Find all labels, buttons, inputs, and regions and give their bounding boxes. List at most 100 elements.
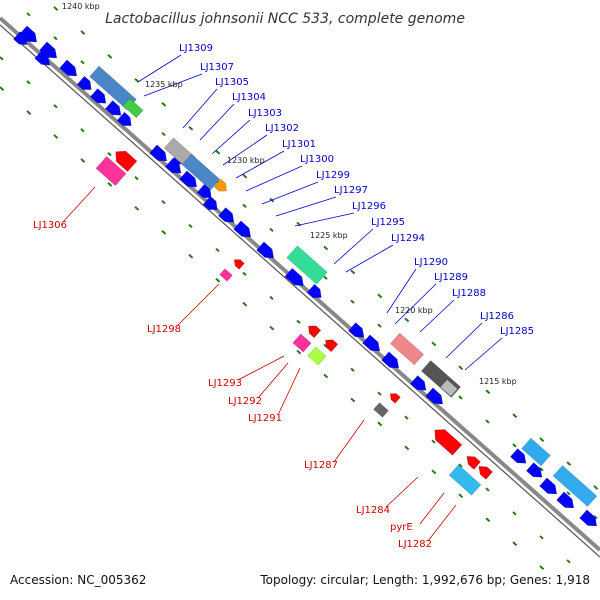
gene-label-forward: LJ1309: [179, 43, 213, 54]
tick-mark: [350, 299, 355, 304]
gene-block-steelblue-shape: [181, 153, 221, 191]
reverse-gene-arrow-shape: [466, 456, 481, 470]
tick-mark: [566, 461, 572, 466]
tick-mark: [377, 293, 383, 299]
tick-mark: [215, 149, 221, 155]
forward-gene-arrow-shape: [179, 170, 198, 188]
forward-gene-arrow: [76, 75, 92, 90]
forward-gene-arrow: [256, 241, 275, 259]
gene-block-pink: [95, 155, 127, 187]
leader-line: [62, 186, 96, 223]
reverse-gene-arrow: [478, 466, 493, 480]
gene-label-forward: LJ1285: [500, 326, 534, 337]
topology-summary-text: Topology: circular; Length: 1,992,676 bp…: [260, 573, 590, 587]
leader-line: [235, 150, 285, 179]
tick-mark: [485, 389, 491, 395]
gene-block-lightblue-shape: [521, 437, 551, 467]
leader-line: [394, 283, 437, 325]
reverse-gene-arrow: [233, 259, 245, 270]
forward-gene-arrow-shape: [104, 100, 122, 116]
gene-label-forward: LJ1301: [282, 139, 316, 150]
gene-label-reverse: LJ1293: [208, 378, 242, 389]
reverse-gene-arrow: [434, 429, 463, 456]
reverse-gene-arrow: [389, 393, 401, 404]
scale-label: 1240 kbp: [62, 2, 100, 11]
forward-gene-arrow-shape: [579, 509, 598, 527]
scale-label: 1225 kbp: [310, 231, 348, 240]
forward-gene-arrow: [149, 144, 168, 162]
leader-line: [419, 492, 445, 525]
tick-mark: [107, 152, 112, 157]
leader-line: [345, 244, 394, 273]
gene-label-forward: LJ1305: [215, 77, 249, 88]
reverse-gene-arrow-shape: [434, 429, 463, 456]
forward-gene-arrow: [525, 462, 543, 478]
tick-mark: [323, 275, 328, 280]
forward-gene-arrow: [579, 509, 598, 527]
tick-mark: [539, 437, 545, 443]
tick-mark: [458, 463, 463, 468]
leader-line: [199, 103, 235, 141]
backbone-edge-line: [0, 24, 600, 558]
tick-mark: [512, 541, 518, 547]
gene-label-reverse: pyrE: [390, 522, 413, 533]
gene-label-forward: LJ1300: [300, 154, 334, 165]
tick-mark: [53, 6, 59, 11]
tick-mark: [512, 443, 517, 448]
reverse-gene-arrow: [466, 456, 481, 470]
tick-mark: [296, 319, 301, 324]
gene-label-forward: LJ1294: [391, 233, 425, 244]
leader-line: [176, 283, 220, 327]
tick-marks: [0, 6, 599, 571]
forward-gene-arrow-shape: [347, 322, 365, 338]
forward-gene-arrow-shape: [217, 207, 235, 223]
gene-block-green: [122, 97, 144, 119]
tick-mark: [485, 419, 490, 424]
forward-gene-arrow-shape: [425, 387, 444, 405]
tick-mark: [269, 295, 274, 300]
forward-gene-arrow-shape: [525, 462, 543, 478]
label-leader-lines: [62, 54, 503, 542]
gene-block-lightblue: [521, 437, 551, 467]
tick-mark: [53, 104, 58, 109]
forward-gene-arrow: [59, 59, 78, 77]
forward-gene-arrow-shape: [509, 448, 527, 464]
forward-gene-arrow: [202, 195, 218, 210]
leader-line: [386, 268, 417, 314]
forward-gene-arrow-shape: [13, 31, 28, 45]
forward-gene-arrow: [539, 477, 558, 495]
tick-mark: [161, 229, 167, 235]
tick-mark: [188, 253, 194, 259]
forward-gene-arrow-shape: [39, 41, 58, 59]
gene-label-forward: LJ1297: [334, 185, 368, 196]
tick-mark: [593, 515, 598, 520]
gene-arrow-orange: [213, 178, 227, 192]
reverse-gene-arrow-shape: [325, 339, 339, 353]
leader-line: [275, 196, 337, 217]
map-title: Lactobacillus johnsonii NCC 533, complet…: [105, 11, 465, 27]
tick-mark: [566, 491, 571, 496]
tick-mark: [485, 517, 491, 523]
tick-mark: [431, 439, 436, 444]
gene-label-reverse: LJ1284: [356, 505, 390, 516]
reverse-gene-arrow-shape: [115, 150, 138, 172]
tick-mark: [161, 101, 167, 107]
forward-gene-arrow: [556, 491, 575, 509]
tick-mark: [215, 277, 221, 283]
gene-label-reverse: LJ1282: [398, 539, 432, 550]
reverse-gene-arrow-shape: [389, 393, 401, 404]
tick-mark: [80, 60, 85, 65]
gene-block-green-shape: [122, 97, 144, 119]
leader-line: [257, 362, 289, 399]
tick-mark: [566, 559, 571, 564]
tick-mark: [80, 158, 86, 163]
tick-mark: [80, 30, 86, 35]
forward-gene-arrow: [284, 267, 304, 286]
tick-mark: [350, 367, 355, 372]
forward-gene-arrow: [217, 207, 235, 223]
tick-mark: [377, 391, 382, 396]
gene-block-lightblue: [448, 464, 482, 496]
tick-mark: [593, 485, 599, 490]
gene-block-lightblue-shape: [552, 465, 598, 507]
leader-line: [464, 337, 503, 371]
